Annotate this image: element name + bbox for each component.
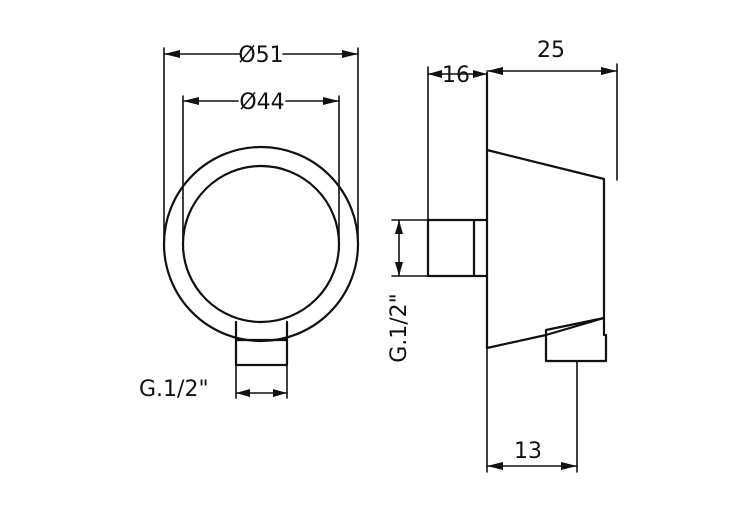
front-outlet-neck [234,320,289,342]
width-dimension: 25 [486,38,618,181]
side-outlet-nipple [544,316,608,363]
outer-diameter-label: Ø51 [238,43,283,68]
inner-diameter-label: Ø44 [239,90,284,115]
side-thread-label: G.1/2" [387,293,412,363]
width-label: 25 [537,38,565,63]
front-thread-dimension: G.1/2" [139,364,288,402]
outlet-offset-label: 13 [514,439,542,464]
inner-circle [181,164,341,324]
thread-length-dimension: 16 [427,63,488,221]
side-body [485,71,606,350]
outlet-offset-dimension: 13 [486,347,578,473]
outer-diameter-dimension: Ø51 [163,43,359,245]
outer-circle [162,145,360,343]
thread-length-label: 16 [442,63,470,88]
inner-diameter-dimension: Ø44 [182,90,340,245]
front-thread-label: G.1/2" [139,377,209,402]
side-thread-dimension: G.1/2" [387,219,429,363]
side-view: 25 16 G.1/2" 13 [387,38,618,473]
side-thread-stub [426,218,489,278]
front-outlet-thread [234,338,289,367]
front-view: Ø51 Ø44 G.1/2" [139,43,360,402]
